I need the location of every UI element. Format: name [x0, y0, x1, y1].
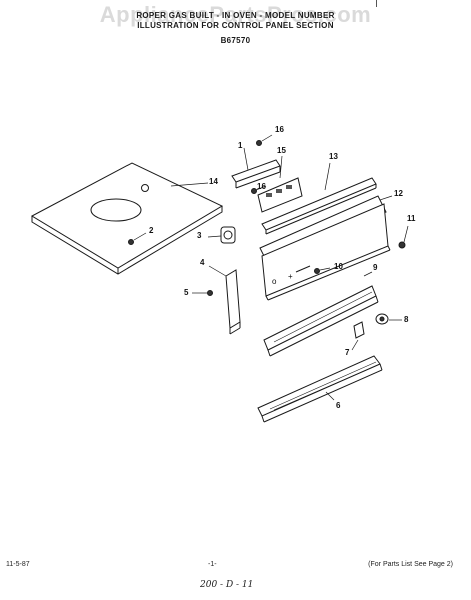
- part-screw-11: [398, 225, 409, 249]
- diagram-subtitle: ILLUSTRATION FOR CONTROL PANEL SECTION: [137, 21, 334, 30]
- part-screw-2: [128, 232, 147, 245]
- svg-text:+: +: [288, 272, 293, 281]
- callout-6: 6: [336, 401, 341, 410]
- callout-4: 4: [200, 258, 205, 267]
- callout-12: 12: [394, 189, 403, 198]
- part-lower-rail: [263, 285, 379, 357]
- part-valve-3: [207, 226, 236, 244]
- callout-3: 3: [197, 231, 202, 240]
- part-kick-plate-6: [257, 355, 383, 423]
- callout-16-top: 16: [275, 125, 284, 134]
- part-front-panel-9: o +: [261, 203, 391, 301]
- callout-16-mid: 16: [257, 182, 266, 191]
- callout-1: 1: [238, 141, 243, 150]
- part-screw-16: [251, 134, 273, 194]
- handwritten-note: 200 - D - 11: [200, 580, 254, 590]
- corner-tick: [376, 0, 377, 7]
- watermark: AppliancePartsPros.com: [99, 2, 372, 27]
- part-side-bracket-4: [208, 265, 241, 335]
- part-control-board-15: [257, 155, 303, 213]
- callout-11: 11: [407, 214, 416, 223]
- part-knob-8: [375, 313, 402, 325]
- footer-page-number: -1-: [208, 561, 217, 568]
- diagram-title: ROPER GAS BUILT - IN OVEN - MODEL NUMBER: [136, 11, 335, 20]
- callout-13: 13: [329, 152, 338, 161]
- callout-8: 8: [404, 315, 409, 324]
- callout-14: 14: [209, 177, 218, 186]
- part-top-panel: [30, 162, 224, 275]
- part-trim-strip-13: [261, 162, 377, 235]
- footer-date: 11-5-87: [6, 561, 30, 568]
- part-clip-7: [351, 321, 365, 351]
- footer-note: (For Parts List See Page 2): [368, 561, 453, 568]
- svg-text:o: o: [272, 277, 277, 286]
- callout-15: 15: [277, 146, 286, 155]
- callout-5: 5: [184, 288, 189, 297]
- callout-2: 2: [149, 226, 154, 235]
- callout-9: 9: [373, 263, 378, 272]
- part-screw-10: [314, 267, 331, 274]
- callout-10: 10: [334, 262, 343, 271]
- model-number: B67570: [220, 36, 251, 45]
- callout-7: 7: [345, 348, 350, 357]
- part-bracket-1: [231, 147, 281, 189]
- part-screw-5: [192, 290, 213, 296]
